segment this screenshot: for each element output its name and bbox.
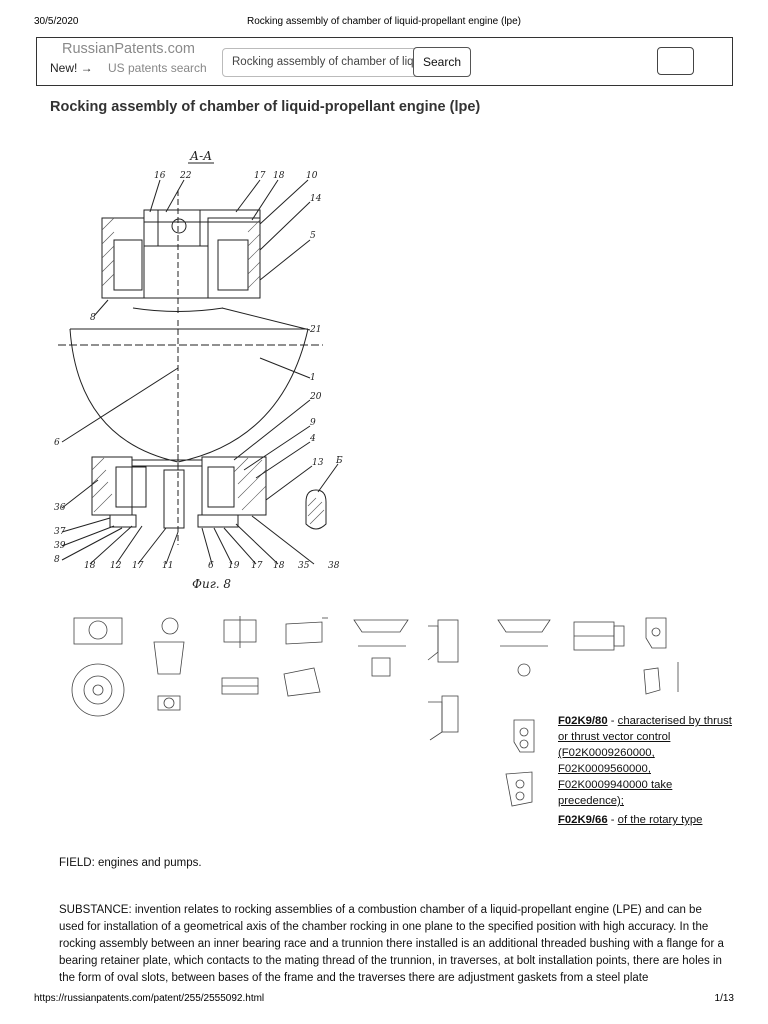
us-patents-search-link[interactable]: US patents search <box>108 61 207 75</box>
classification-description[interactable]: of the rotary type <box>617 814 703 826</box>
callout: 17 <box>254 171 266 181</box>
callout: 17 <box>251 561 263 571</box>
callout: 4 <box>309 434 316 444</box>
search-input[interactable]: Rocking assembly of chamber of liquid-pr… <box>222 48 422 77</box>
callout: 10 <box>306 171 318 181</box>
callout: 17 <box>132 561 144 571</box>
page-url: https://russianpatents.com/patent/255/25… <box>34 993 265 1004</box>
print-header: 30/5/2020 Rocking assembly of chamber of… <box>34 16 734 30</box>
thumbnail-figure-5[interactable] <box>350 612 412 682</box>
callout: 1 <box>310 373 316 383</box>
page-title: Rocking assembly of chamber of liquid-pr… <box>50 99 481 115</box>
callout: 19 <box>228 561 240 571</box>
callout: 35 <box>298 561 310 571</box>
thumbnail-figure-1[interactable] <box>68 612 128 722</box>
callout: 39 <box>54 541 66 551</box>
callout: 18 <box>84 561 96 571</box>
callout: 6 <box>208 561 214 571</box>
print-title: Rocking assembly of chamber of liquid-pr… <box>246 16 522 27</box>
callout: 36 <box>54 503 66 513</box>
callout: 11 <box>162 561 173 571</box>
thumbnail-figure-9[interactable] <box>566 612 632 672</box>
callout: 38 <box>328 561 340 571</box>
callout: 5 <box>310 231 316 241</box>
callout: 20 <box>309 392 322 402</box>
callout: 21 <box>309 325 321 335</box>
callout: Б <box>335 456 343 466</box>
section-label: А-А <box>189 149 212 163</box>
callout: 16 <box>154 171 166 181</box>
thumbnail-figure-6[interactable] <box>424 612 494 752</box>
callout: 18 <box>273 561 285 571</box>
thumbnail-figure-7[interactable] <box>492 612 556 688</box>
search-button[interactable]: Search <box>413 47 471 77</box>
thumbnail-figure-10[interactable] <box>634 612 694 702</box>
callout: 8 <box>90 313 96 323</box>
print-footer: https://russianpatents.com/patent/255/25… <box>34 993 734 1007</box>
classification-item[interactable]: F02K9/80 - characterised by thrust or th… <box>558 715 732 807</box>
field-paragraph: FIELD: engines and pumps. <box>59 857 202 869</box>
figure-caption: Фиг. 8 <box>192 577 231 591</box>
thumbnail-figure-3[interactable] <box>210 612 270 702</box>
classification-item[interactable]: F02K9/66 - of the rotary type <box>558 814 703 826</box>
page-number: 1/13 <box>714 993 734 1004</box>
patent-drawing-figure-8: А-А <box>54 149 343 591</box>
thumbnail-figure-2[interactable] <box>140 612 196 722</box>
classification-description[interactable]: characterised by thrust or thrust vector… <box>558 715 732 807</box>
callout: 8 <box>54 555 60 565</box>
thumbnail-figure-4[interactable] <box>280 612 336 704</box>
site-logo[interactable]: RussianPatents.com <box>62 41 195 57</box>
callout: 9 <box>310 418 316 428</box>
callout: 13 <box>312 458 324 468</box>
substance-paragraph: SUBSTANCE: invention relates to rocking … <box>59 904 724 984</box>
site-topbar: RussianPatents.com New! → US patents sea… <box>36 37 733 86</box>
callout: 18 <box>273 171 285 181</box>
callout: 22 <box>179 171 192 181</box>
classification-code[interactable]: F02K9/66 <box>558 814 608 826</box>
thumbnail-figure-11[interactable] <box>486 716 546 816</box>
new-label: New! → <box>50 61 93 75</box>
callout: 12 <box>110 561 122 571</box>
callout: 37 <box>54 527 66 537</box>
menu-toggle-button[interactable] <box>657 47 694 75</box>
callout: 6 <box>54 438 60 448</box>
classification-code[interactable]: F02K9/80 <box>558 715 608 727</box>
print-date: 30/5/2020 <box>34 16 79 27</box>
classification-list: F02K9/80 - characterised by thrust or th… <box>558 713 738 828</box>
callout: 14 <box>310 194 322 204</box>
